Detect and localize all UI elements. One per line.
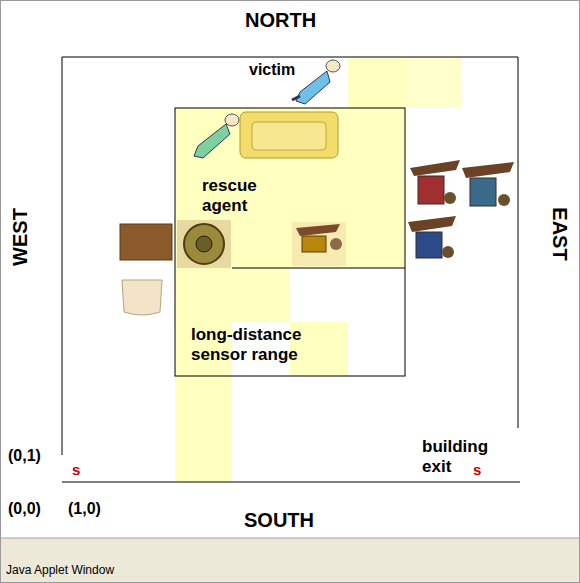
rubble (408, 160, 514, 258)
table (120, 224, 172, 260)
coordinate-label: (0,1) (8, 446, 58, 465)
coordinate-label: (1,0) (68, 499, 123, 518)
rescue-agent-icon (177, 220, 231, 268)
victim-figure (194, 114, 239, 158)
compass-label: WEST (8, 208, 32, 266)
status-bar-text: Java Applet Window (6, 563, 166, 577)
agent-label: rescue agent (202, 176, 282, 217)
victim-figure (292, 60, 340, 104)
exit-marker: s (72, 461, 92, 479)
sofa (240, 112, 338, 158)
compass-label: EAST (548, 207, 572, 260)
rubble (292, 222, 346, 266)
exit-label: building exit (422, 437, 512, 478)
compass-label: NORTH (245, 8, 335, 32)
exit-marker: s (473, 461, 493, 479)
chair (122, 280, 162, 315)
compass-label: SOUTH (244, 508, 344, 532)
coordinate-label: (0,0) (8, 499, 63, 518)
sensor-range-label: long-distance sensor range (191, 325, 341, 366)
victim-label: victim (249, 60, 319, 79)
